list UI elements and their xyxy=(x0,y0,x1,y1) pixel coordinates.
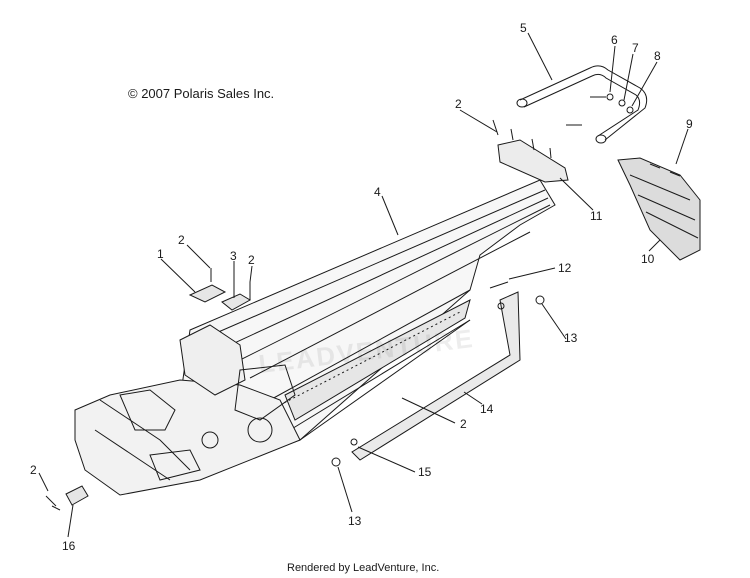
footer-credit: Rendered by LeadVenture, Inc. xyxy=(287,562,440,574)
callout-9: 9 xyxy=(686,117,693,131)
front-chassis xyxy=(74,324,301,496)
snow-flap xyxy=(617,157,701,261)
callout-6: 6 xyxy=(611,33,618,47)
callout-13-right: 13 xyxy=(564,331,578,345)
callout-13-bottom: 13 xyxy=(348,514,362,528)
callout-14: 14 xyxy=(480,402,494,416)
callout-16: 16 xyxy=(62,539,76,553)
callout-12: 12 xyxy=(558,261,572,275)
callout-2-bracket: 2 xyxy=(455,97,462,111)
bumper-end-part xyxy=(45,485,89,511)
callout-3: 3 xyxy=(230,249,237,263)
callout-11: 11 xyxy=(590,209,603,223)
rear-bumper xyxy=(516,65,648,144)
callout-2-lower-left: 2 xyxy=(30,463,37,477)
callout-2-hinge: 2 xyxy=(248,253,255,267)
callout-15: 15 xyxy=(418,465,432,479)
running-board xyxy=(331,281,545,467)
callout-7: 7 xyxy=(632,41,639,55)
callout-2-upper-left: 2 xyxy=(178,233,185,247)
hinge-parts xyxy=(188,268,251,311)
callout-8: 8 xyxy=(654,49,661,63)
callout-5: 5 xyxy=(520,21,527,35)
callout-1: 1 xyxy=(157,247,164,261)
callout-10: 10 xyxy=(641,252,655,266)
bumper-hardware xyxy=(566,93,634,126)
copyright-notice: © 2007 Polaris Sales Inc. xyxy=(128,86,275,101)
callout-4: 4 xyxy=(374,185,381,199)
callout-leaders xyxy=(38,32,689,538)
bumper-bracket xyxy=(492,119,569,183)
callout-2-board: 2 xyxy=(460,417,467,431)
